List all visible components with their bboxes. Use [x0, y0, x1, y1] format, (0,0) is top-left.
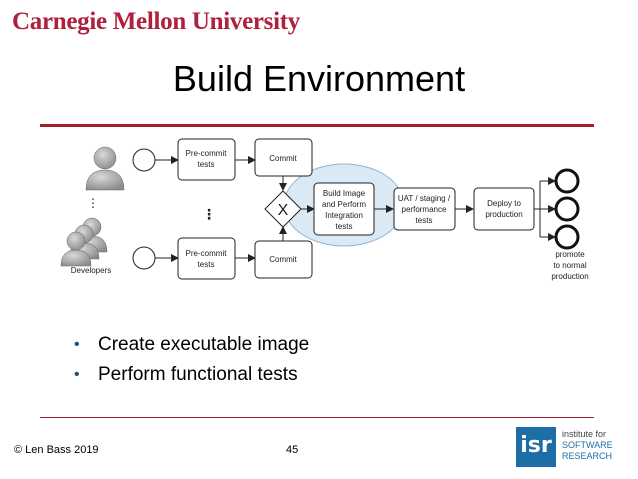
- promote-line2: to normal: [553, 261, 587, 270]
- precommit-bottom-line1: Pre-commit: [186, 249, 228, 258]
- commit-box-top: [254, 138, 313, 177]
- promote-line3: production: [551, 272, 588, 281]
- build-line2: and Perform: [322, 200, 366, 209]
- deploy-box: [473, 187, 535, 231]
- commit-box-bottom: [254, 240, 313, 279]
- end-event-2: [554, 196, 580, 222]
- isr-wordmark: institute for SOFTWARE RESEARCH: [562, 429, 613, 462]
- isr-mark: isr: [516, 427, 556, 467]
- uat-line1: UAT / staging /: [398, 194, 451, 203]
- uat-box: [393, 187, 456, 231]
- developers-ellipsis: ⋮: [87, 196, 99, 210]
- isr-line3: RESEARCH: [562, 451, 613, 461]
- deploy-line2: production: [485, 210, 522, 219]
- isr-line1: institute for: [562, 429, 607, 439]
- uat-line3: tests: [416, 216, 433, 225]
- start-event-top: [132, 148, 156, 172]
- isr-line2: SOFTWARE: [562, 440, 613, 450]
- start-event-bottom: [132, 246, 156, 270]
- precommit-box-bottom: [177, 237, 236, 280]
- exclusive-gateway: [264, 190, 302, 228]
- isr-logo: isr institute for SOFTWARE RESEARCH: [516, 427, 628, 469]
- bullet-item: • Perform functional tests: [74, 360, 309, 390]
- promote-line1: promote: [555, 250, 585, 259]
- university-logo: Carnegie Mellon University: [12, 8, 300, 35]
- precommit-ellipsis: ⋮: [202, 207, 216, 223]
- developers-label: Developers: [71, 266, 111, 275]
- end-event-3: [554, 224, 580, 250]
- footer-divider: [40, 417, 594, 418]
- gateway-symbol: X: [278, 202, 289, 219]
- build-image-box: [313, 182, 375, 236]
- bullet-dot: •: [74, 366, 80, 383]
- precommit-bottom-line2: tests: [198, 260, 215, 269]
- title-divider: [40, 124, 594, 127]
- slide-title: Build Environment: [172, 58, 466, 99]
- bullet-item: • Create executable image: [74, 330, 309, 360]
- deploy-line1: Deploy to: [487, 199, 521, 208]
- build-line3: Integration: [325, 211, 363, 220]
- bullet-dot: •: [74, 336, 80, 353]
- copyright: © Len Bass 2019: [14, 444, 99, 456]
- end-event-1: [554, 168, 580, 194]
- uat-line2: performance: [402, 205, 447, 214]
- precommit-top-line2: tests: [198, 160, 215, 169]
- build-line1: Build Image: [323, 189, 366, 198]
- bullet-text: Create executable image: [98, 334, 310, 355]
- developer-icon: [85, 146, 125, 191]
- page-number: 45: [286, 444, 299, 456]
- developers-group-icon: [60, 217, 108, 267]
- commit-bottom-label: Commit: [269, 255, 297, 264]
- build-line4: tests: [336, 222, 353, 231]
- precommit-box-top: [177, 138, 236, 181]
- precommit-top-line1: Pre-commit: [186, 149, 228, 158]
- commit-top-label: Commit: [269, 154, 297, 163]
- bullet-list: • Create executable image • Perform functi…: [74, 330, 309, 390]
- bullet-text: Perform functional tests: [98, 364, 298, 385]
